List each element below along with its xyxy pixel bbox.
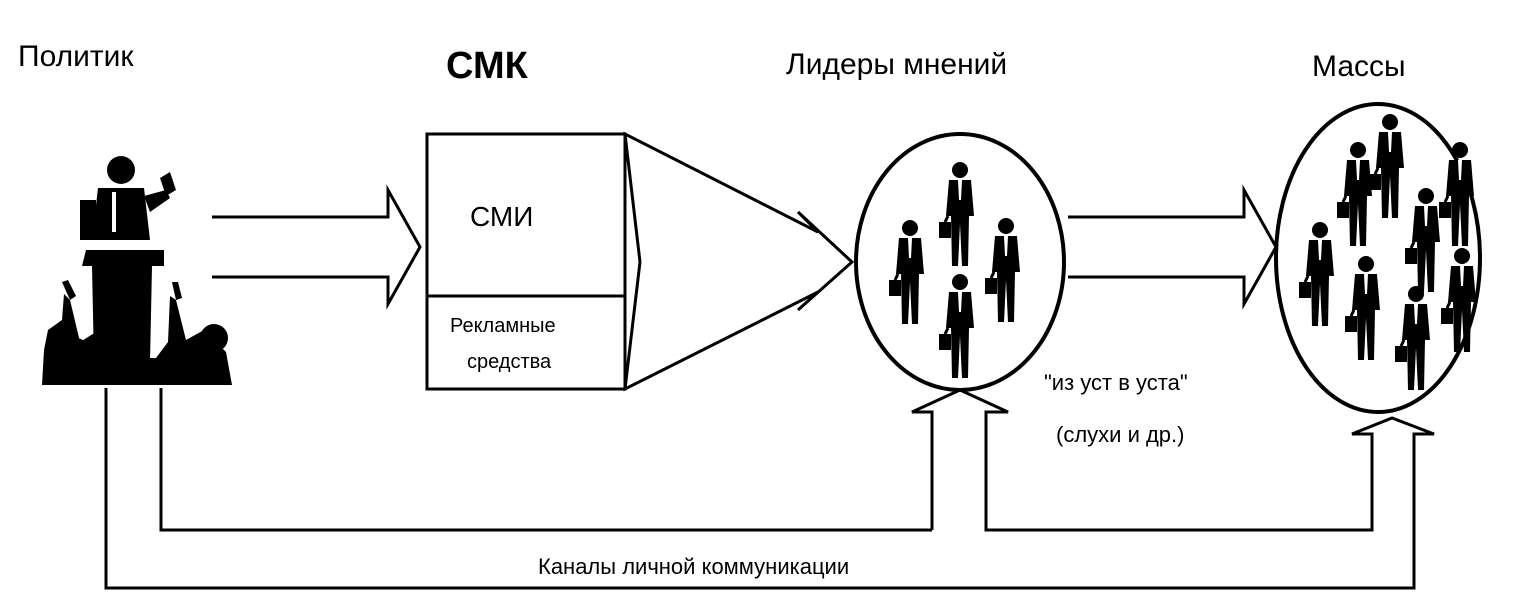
- header-opinion-leaders: Лидеры мнений: [786, 48, 1007, 81]
- politician-speaker-icon: [42, 156, 232, 385]
- note-word-of-mouth-line2: (слухи и др.): [1056, 422, 1184, 447]
- header-masses: Массы: [1312, 50, 1406, 83]
- note-word-of-mouth-line1: "из уст в уста": [1044, 370, 1188, 395]
- smk-box: СМИ Рекламные средства: [425, 132, 627, 391]
- label-personal-channels: Каналы личной коммуникации: [538, 554, 849, 579]
- personal-channels-lines: [104, 388, 1435, 590]
- header-smk: СМК: [446, 45, 529, 87]
- header-politician: Политик: [18, 40, 134, 73]
- masses-circle: [1274, 102, 1482, 414]
- cone-smk-to-leaders: [623, 131, 855, 392]
- box-label-smi: СМИ: [470, 201, 533, 232]
- box-label-ads-line2: средства: [467, 351, 552, 373]
- arrow-leaders-to-masses: [1068, 184, 1278, 310]
- opinion-leaders-circle: [854, 132, 1066, 392]
- arrow-politician-to-smk: [212, 184, 422, 310]
- box-label-ads-line1: Рекламные: [450, 315, 556, 337]
